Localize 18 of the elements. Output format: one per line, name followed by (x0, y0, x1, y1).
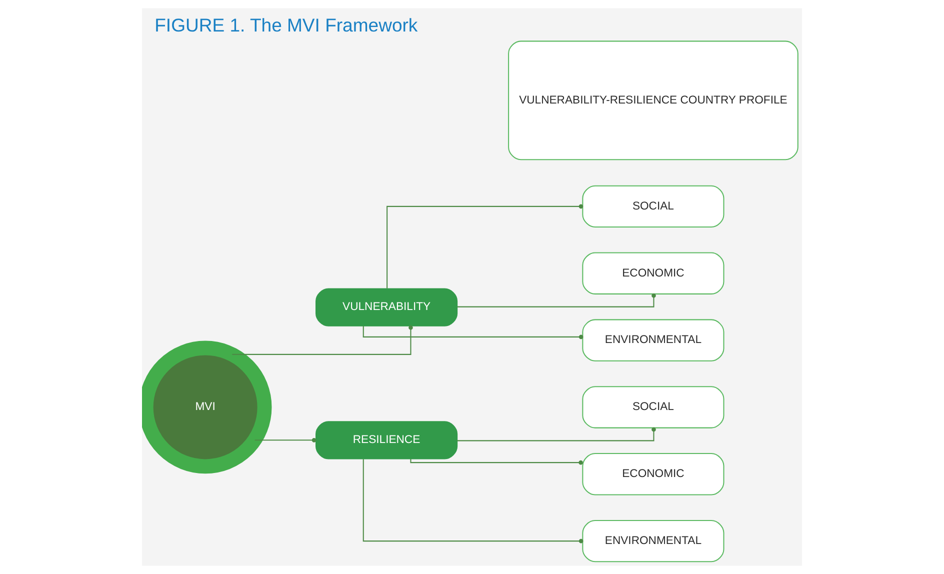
node-box: VULNERABILITY (316, 288, 458, 326)
connector (410, 459, 583, 465)
connector (457, 427, 656, 442)
node-box: VULNERABILITY-RESILIENCE COUNTRY PROFILE (508, 40, 798, 160)
node-box: SOCIAL (582, 386, 724, 428)
node-box: ENVIRONMENTAL (582, 319, 724, 362)
node-box: RESILIENCE (316, 421, 458, 460)
node-circle: MVI (142, 340, 272, 474)
node-box: ECONOMIC (582, 453, 724, 496)
connector (386, 204, 584, 288)
connector (362, 459, 584, 544)
node-box: ECONOMIC (582, 252, 724, 294)
node-box: SOCIAL (582, 185, 724, 228)
diagram-title: FIGURE 1. The MVI Framework (154, 14, 418, 36)
node-box: ENVIRONMENTAL (582, 520, 724, 562)
connector (457, 293, 656, 308)
connector (232, 325, 413, 355)
connector (254, 438, 316, 442)
